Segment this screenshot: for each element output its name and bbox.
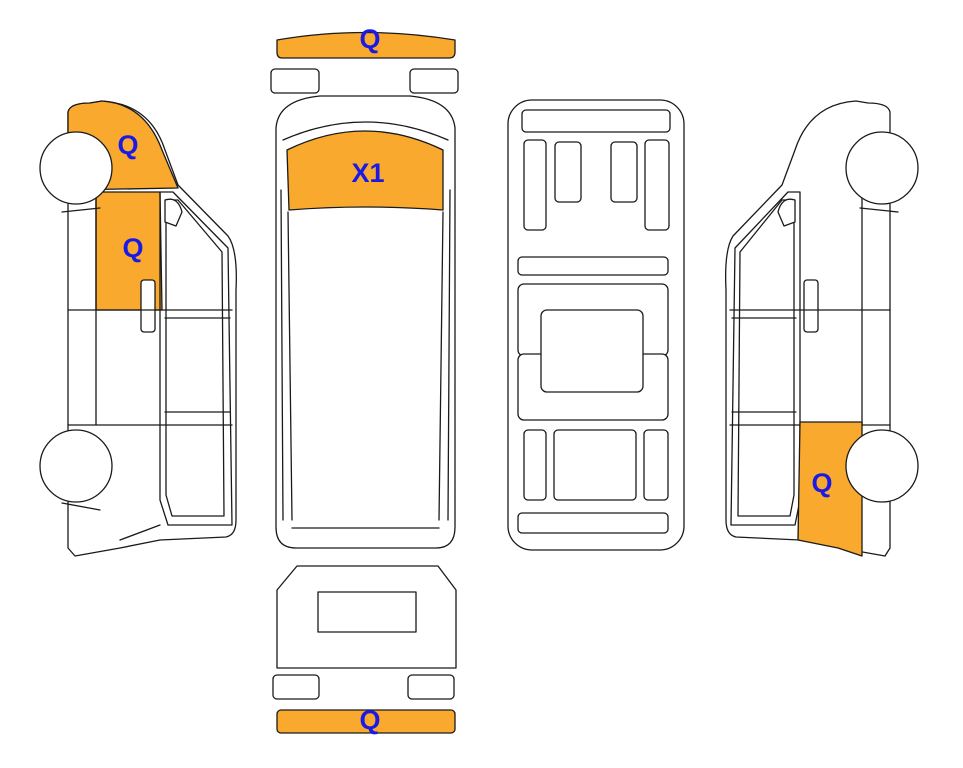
dashboard [521, 109, 671, 133]
front-bumper-panel[interactable] [276, 31, 456, 59]
left-front-door-code: Q [122, 233, 143, 263]
bench-1 [517, 256, 669, 276]
top-right-side-line-inner [438, 211, 444, 521]
top-view: Q X1 [270, 24, 459, 549]
top-left-side-line-inner [287, 211, 293, 521]
left-bumper-corner [61, 502, 161, 541]
right-rear-quarter-panel[interactable] [797, 421, 863, 557]
right-window-frame-inner [737, 199, 795, 517]
right-taillight [407, 674, 455, 700]
hood-panel[interactable] [286, 130, 444, 211]
left-rear-wheel [39, 429, 113, 503]
top-body-outline [275, 95, 456, 549]
left-window-frame-inner [165, 199, 225, 517]
rear-bumper-code: Q [359, 705, 380, 735]
right-mirror [777, 198, 796, 227]
rear-bumper-panel[interactable] [276, 709, 456, 734]
seat-row1-right [644, 139, 670, 231]
right-sill [859, 207, 899, 213]
left-mirror [164, 198, 183, 227]
left-window-frame [159, 191, 233, 526]
right-side-view: Q [725, 100, 919, 557]
top-right-side-line [447, 189, 451, 521]
rear-seat-left [523, 429, 547, 501]
rear-seat-right [643, 429, 669, 501]
center-console [540, 309, 644, 393]
rear-bench [517, 512, 669, 534]
interior-view [507, 99, 685, 551]
left-side-view: Q Q [39, 100, 237, 557]
top-windshield-frame [282, 121, 449, 141]
rear-window [317, 591, 417, 633]
left-door-handle [140, 279, 156, 333]
left-headlight [270, 68, 320, 94]
hood-code: X1 [351, 158, 384, 188]
top-left-side-line [280, 189, 284, 521]
right-rear-wheel [845, 429, 919, 503]
left-sill [61, 207, 101, 213]
back-view: Q [272, 565, 457, 735]
seat-row1-mr [610, 141, 638, 203]
right-door-handle [803, 279, 819, 333]
front-bumper-code: Q [359, 24, 380, 54]
right-rear-quarter-code: Q [811, 468, 832, 498]
seat-row1-ml [554, 141, 582, 203]
left-taillight [272, 674, 320, 700]
left-front-fender-code: Q [117, 130, 138, 160]
rear-seat-center [553, 429, 637, 501]
left-front-wheel [39, 131, 113, 205]
right-headlight [409, 68, 459, 94]
right-front-wheel [845, 131, 919, 205]
seat-row1-left [523, 139, 547, 231]
